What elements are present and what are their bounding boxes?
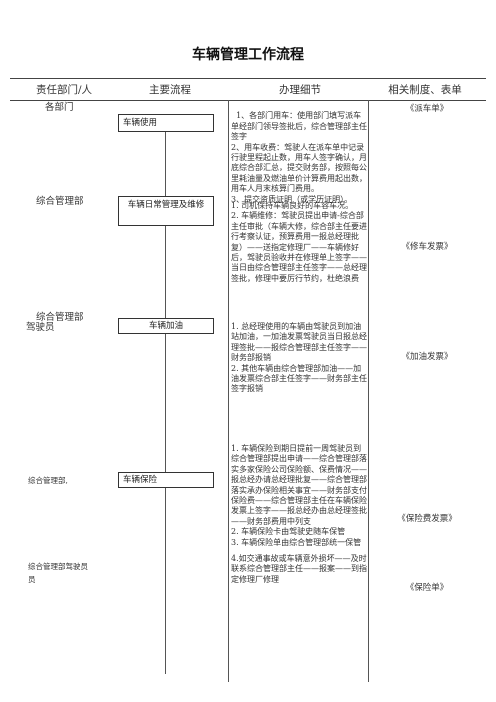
header-flow: 主要流程: [149, 84, 191, 96]
dept-all-departments: 各部门: [45, 102, 74, 113]
detail-maint-2: 2. 车辆维修：驾驶员提出申请-综合部主任审批（车辆大修，综合部主任要进行考察认…: [231, 211, 367, 283]
flow-box-daily-maintenance: 车辆日常管理及维修: [118, 196, 214, 226]
doc-repair-invoice: 《修车发票》: [401, 242, 453, 252]
doc-insurance-policy: 《保险单》: [405, 583, 449, 593]
dept-general-mgmt-driver: 综合管理部驾驶员: [28, 562, 88, 571]
dept-driver-tail: 员: [28, 575, 36, 584]
dept-general-mgmt-1: 综合管理部: [36, 196, 84, 207]
detail-use-text: 1、各部门用车：使用部门填写派车单经部门领导签批后，综合管理部主任签字 2、用车…: [231, 111, 367, 204]
detail-refuel-1: 1. 总经理使用的车辆由驾驶员到加油站加油，一加油发票驾驶员当日报总经理签批——…: [231, 322, 367, 363]
detail-section-refuel: 1. 总经理使用的车辆由驾驶员到加油站加油，一加油发票驾驶员当日报总经理签批——…: [231, 322, 368, 395]
detail-section-maintenance: 1. 司机保持车辆良好的车容车况。 2. 车辆维修：驾驶员提出申请-综合部主任审…: [231, 201, 368, 284]
detail-ins-2: 2. 车辆保险卡由驾驶史随车保管: [231, 527, 346, 537]
doc-insurance-invoice: 《保险费发票》: [397, 514, 457, 524]
flow-box-refueling: 车辆加油: [118, 318, 214, 334]
header-bottom-rule: [10, 100, 486, 101]
detail-refuel-2: 2. 其他车辆由综合管理部加油——加油发票综合部主任签字——财务部主任签字报销: [231, 363, 367, 394]
column-divider-2: [368, 100, 369, 682]
detail-ins-1: 1. 车辆保险到期日提前一周驾驶员到综合管理部提出申请——综合管理部落实多家保险…: [231, 444, 367, 526]
flow-box-insurance: 车辆保险: [118, 472, 214, 488]
doc-fuel-invoice: 《加油发票》: [401, 352, 453, 362]
detail-section-use: 1、各部门用车：使用部门填写派车单经部门领导签批后，综合管理部主任签字 2、用车…: [231, 101, 368, 205]
flow-connector-3: [165, 334, 166, 472]
header-top-rule: [10, 78, 486, 79]
flow-connector-2: [165, 226, 166, 318]
flow-box-vehicle-use: 车辆使用: [118, 114, 214, 132]
flow-connector-1: [165, 132, 166, 196]
detail-ins-4: 4.如交通事故或车辆意外损坏——及时联系综合管理部主任——报案——到指定修理厂修…: [231, 554, 367, 584]
dept-driver: 驾驶员: [26, 322, 55, 333]
dept-general-mgmt-3: 综合管理部,: [28, 476, 68, 485]
detail-ins-3: 3. 车辆保险单由综合管理部统一保管: [231, 537, 362, 547]
header-detail: 办理细节: [279, 84, 321, 96]
detail-section-insurance: 1. 车辆保险到期日提前一周驾驶员到综合管理部提出申请——综合管理部落实多家保险…: [231, 444, 368, 585]
dept-general-mgmt-2: 综合管理部: [36, 312, 84, 323]
page-title: 车辆管理工作流程: [192, 47, 304, 63]
header-docs: 相关制度、表单: [388, 84, 462, 96]
detail-maint-1: 1. 司机保持车辆良好的车容车况。: [231, 201, 354, 210]
column-divider-1: [228, 100, 229, 682]
header-dept: 责任部门/人: [35, 84, 93, 96]
flow-connector-4: [165, 488, 166, 674]
doc-dispatch-form: 《派车单》: [405, 104, 449, 114]
